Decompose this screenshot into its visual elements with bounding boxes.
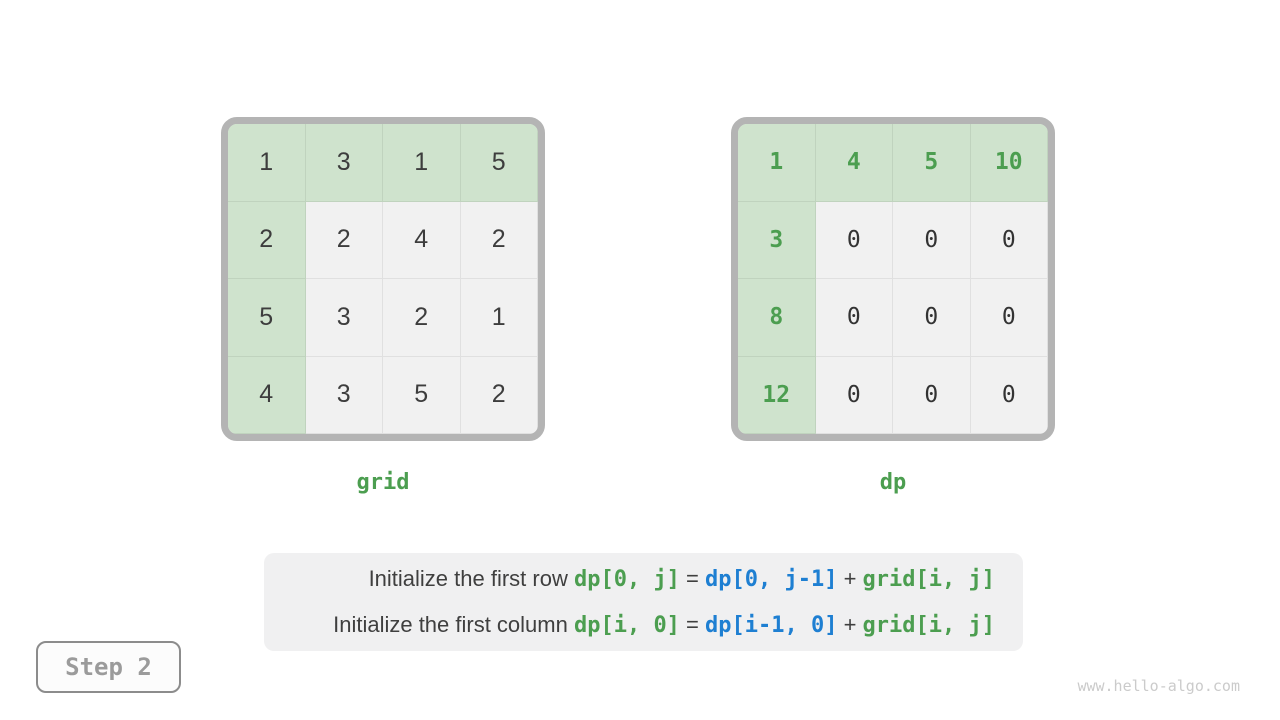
dp-cell: 0 xyxy=(970,279,1048,357)
dp-cell: 0 xyxy=(970,356,1048,434)
dp-cell: 0 xyxy=(893,356,971,434)
dp-cell: 5 xyxy=(893,124,971,202)
grid-cell: 5 xyxy=(460,124,538,202)
dp-cell: 0 xyxy=(970,201,1048,279)
grid-cell: 2 xyxy=(460,201,538,279)
watermark: www.hello-algo.com xyxy=(1077,677,1240,695)
code-grid-cell: grid[i, j] xyxy=(862,613,995,638)
dp-cell: 12 xyxy=(738,356,816,434)
caption-operator: = xyxy=(679,612,706,637)
dp-cell: 8 xyxy=(738,279,816,357)
step-badge: Step 2 xyxy=(36,641,181,693)
dp-cell: 0 xyxy=(815,356,893,434)
grid-cell: 1 xyxy=(460,279,538,357)
caption-operator: = xyxy=(679,566,706,591)
dp-cell: 0 xyxy=(815,279,893,357)
dp-table-label: dp xyxy=(879,470,907,495)
caption-operator: + xyxy=(837,566,863,591)
caption-line-first-column: Initialize the first column dp[i, 0] = d… xyxy=(333,602,995,648)
grid-cell: 3 xyxy=(305,124,383,202)
code-dp-prev-row: dp[i-1, 0] xyxy=(705,613,838,638)
dp-cell: 10 xyxy=(970,124,1048,202)
dp-cell: 0 xyxy=(893,279,971,357)
grid-cell: 2 xyxy=(460,356,538,434)
caption-operator: + xyxy=(837,612,863,637)
dp-cell: 1 xyxy=(738,124,816,202)
grid-cell: 4 xyxy=(383,201,461,279)
caption-text: Initialize the first row xyxy=(368,566,574,591)
grid-cell: 5 xyxy=(228,279,306,357)
grid-cell: 2 xyxy=(383,279,461,357)
grid-cell: 1 xyxy=(228,124,306,202)
grid-cell: 2 xyxy=(228,201,306,279)
dp-cell: 0 xyxy=(815,201,893,279)
grid-cell: 3 xyxy=(305,356,383,434)
grid-table-label: grid xyxy=(356,470,410,495)
code-dp-first-row: dp[0, j] xyxy=(573,567,680,592)
grid-cell: 2 xyxy=(305,201,383,279)
grid-table: 1 3 1 5 2 2 4 2 5 3 2 1 4 3 5 2 xyxy=(221,117,545,441)
grid-cell: 1 xyxy=(383,124,461,202)
dp-cell: 3 xyxy=(738,201,816,279)
grid-cell: 3 xyxy=(305,279,383,357)
step-badge-label: Step 2 xyxy=(65,653,152,681)
grid-cell: 4 xyxy=(228,356,306,434)
code-dp-first-col: dp[i, 0] xyxy=(573,613,680,638)
code-dp-prev-col: dp[0, j-1] xyxy=(705,567,838,592)
dp-cell: 4 xyxy=(815,124,893,202)
caption-text: Initialize the first column xyxy=(333,612,574,637)
grid-cell: 5 xyxy=(383,356,461,434)
caption-line-first-row: Initialize the first row dp[0, j] = dp[0… xyxy=(369,556,995,602)
code-grid-cell: grid[i, j] xyxy=(862,567,995,592)
caption-box: Initialize the first row dp[0, j] = dp[0… xyxy=(264,553,1023,651)
dp-table: 1 4 5 10 3 0 0 0 8 0 0 0 12 0 0 0 xyxy=(731,117,1055,441)
dp-cell: 0 xyxy=(893,201,971,279)
